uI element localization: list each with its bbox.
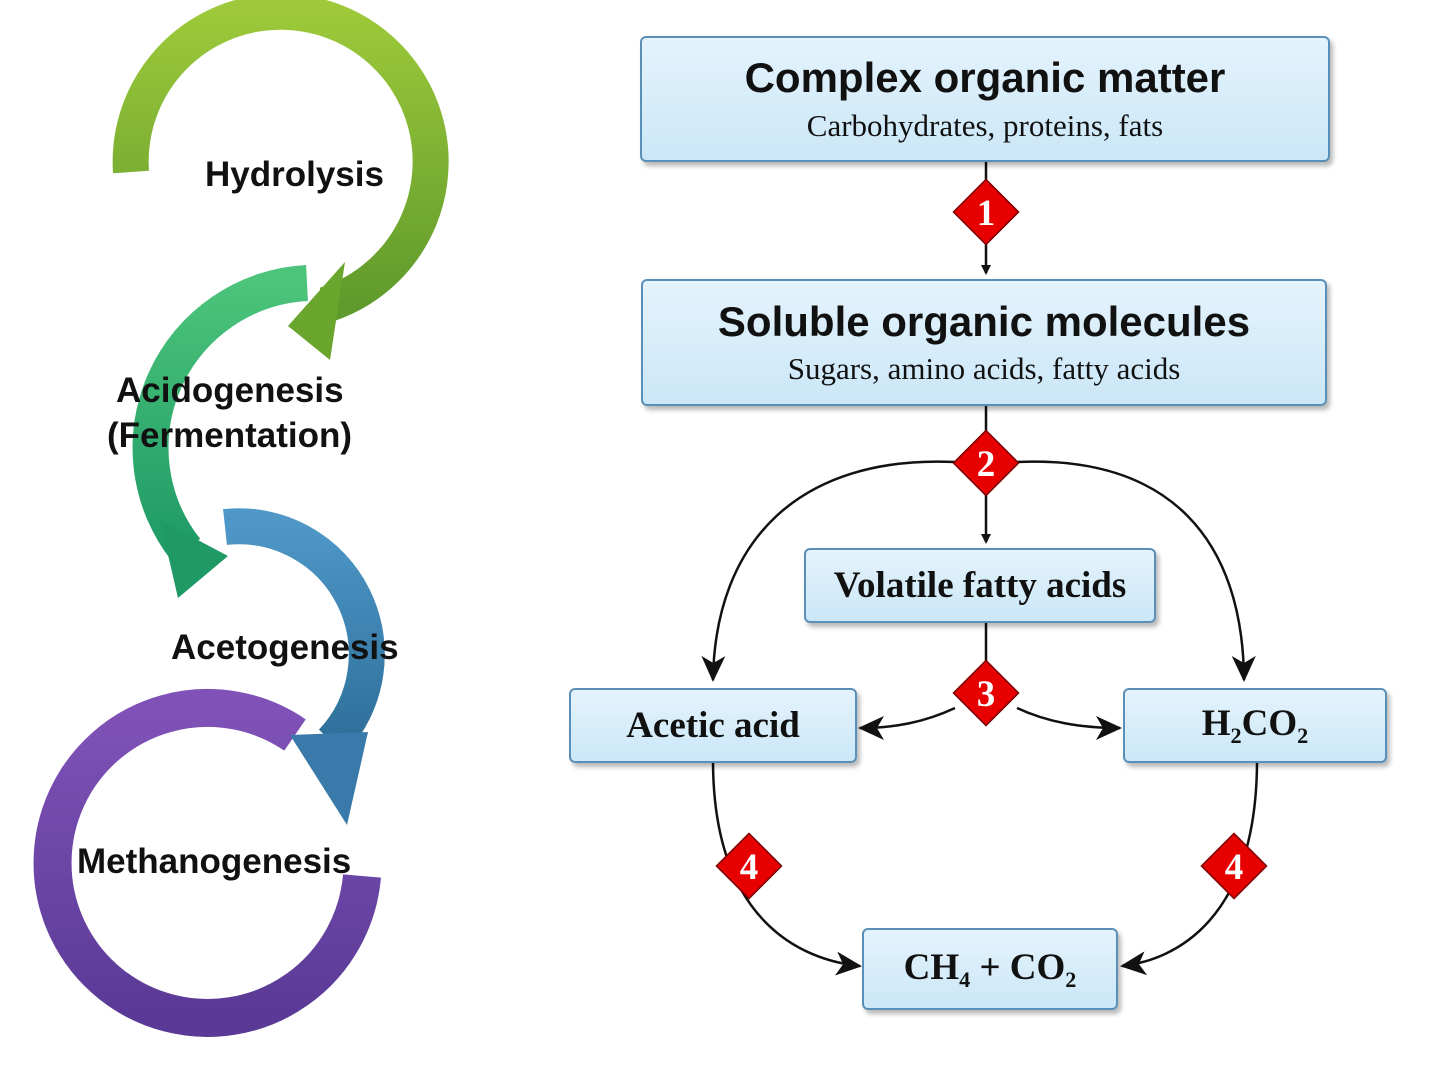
box-complex-organic-matter: Complex organic matter Carbohydrates, pr… (640, 36, 1330, 162)
step-marker-2: 2 (952, 429, 1020, 497)
ch4co2-sub-2: 2 (1065, 966, 1077, 992)
stage-label-acidogenesis: Acidogenesis (116, 371, 344, 410)
box-acetic-acid: Acetic acid (569, 688, 857, 763)
box-soluble-title: Soluble organic molecules (717, 297, 1251, 345)
connector-vfa-to-h2co2 (1016, 706, 1122, 740)
box-complex-title: Complex organic matter (744, 54, 1226, 102)
box-ch4-co2: CH4 + CO2 (862, 928, 1118, 1010)
h2co2-sub-2b: 2 (1297, 722, 1309, 748)
box-soluble-organic-molecules: Soluble organic molecules Sugars, amino … (641, 279, 1327, 406)
stage-label-acetogenesis: Acetogenesis (171, 628, 399, 667)
step-number-2: 2 (977, 444, 996, 485)
box-h2co2-formula: H2CO2 (1202, 702, 1308, 749)
connector-h2co2-to-ch4 (1120, 762, 1259, 976)
box-h2co2: H2CO2 (1123, 688, 1387, 763)
connector-soluble-to-h2co2 (1016, 460, 1256, 682)
step-marker-1: 1 (952, 178, 1020, 246)
box-acetic-title: Acetic acid (626, 705, 800, 746)
h2co2-part-co: CO (1241, 703, 1298, 745)
stage-label-methanogenesis: Methanogenesis (77, 842, 352, 881)
box-soluble-subtitle: Sugars, amino acids, fatty acids (787, 351, 1181, 387)
acetogenesis-arrow (223, 508, 385, 825)
box-volatile-fatty-acids: Volatile fatty acids (804, 548, 1156, 623)
connector-acetic-to-ch4 (711, 762, 862, 976)
connector-soluble-to-acetic (701, 460, 956, 682)
h2co2-sub-2a: 2 (1230, 722, 1242, 748)
step-marker-4-left: 4 (715, 832, 783, 900)
step-number-4-left: 4 (740, 847, 759, 888)
acidogenesis-arrow (132, 265, 309, 598)
step-marker-4-right: 4 (1200, 832, 1268, 900)
connector-vfa-to-acetic (858, 706, 956, 740)
h2co2-part-h: H (1201, 703, 1231, 745)
stage-label-fermentation: (Fermentation) (107, 416, 352, 455)
ch4co2-part-co: + CO (970, 946, 1066, 988)
ch4co2-sub-4: 4 (959, 966, 971, 992)
hydrolysis-arrow (112, 0, 449, 360)
box-ch4co2-formula: CH4 + CO2 (904, 946, 1077, 993)
step-number-3: 3 (977, 674, 996, 715)
box-complex-subtitle: Carbohydrates, proteins, fats (806, 107, 1164, 143)
step-number-1: 1 (977, 193, 996, 234)
step-marker-3: 3 (952, 659, 1020, 727)
step-number-4-right: 4 (1225, 847, 1244, 888)
ch4co2-part-ch: CH (903, 946, 960, 988)
stage-label-hydrolysis: Hydrolysis (205, 155, 384, 194)
box-vfa-title: Volatile fatty acids (833, 565, 1127, 606)
methanogenesis-arrow (33, 688, 381, 1037)
